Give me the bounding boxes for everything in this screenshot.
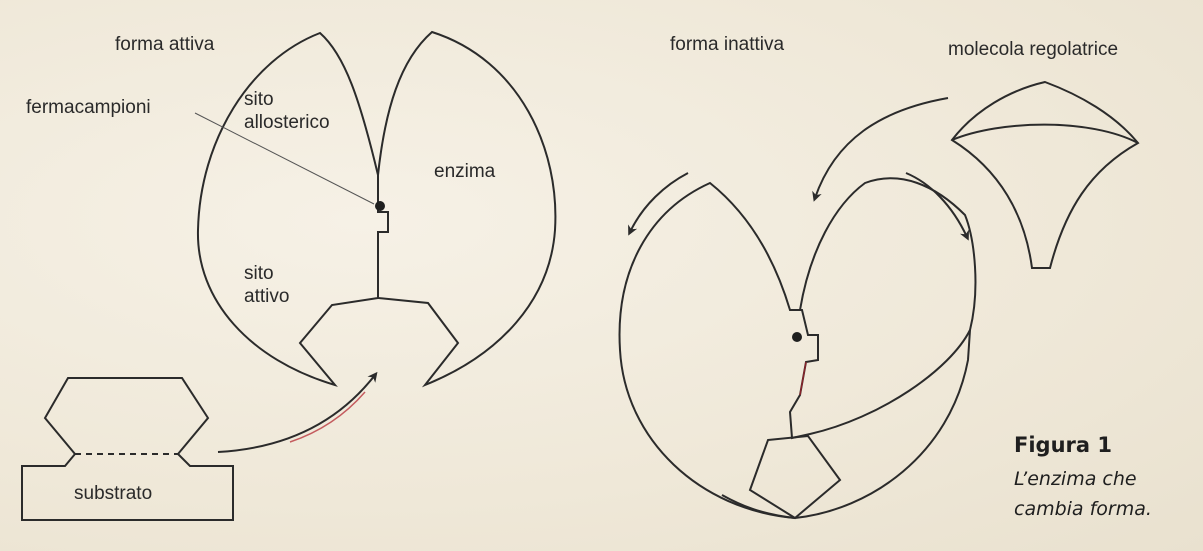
active-enzyme-right-lobe [378,32,555,385]
figure-caption-line1: L’enzima che [1014,464,1137,494]
label-regulatory-molecule: molecola regolatrice [948,38,1118,61]
inactive-enzyme-outline [620,178,976,518]
label-enzyme: enzima [434,160,495,183]
inactive-enzyme-bottom-arc [795,330,970,518]
active-enzyme-left-lobe [198,33,388,385]
left-opening-arrow [630,173,688,232]
label-paperclip: fermacampioni [26,96,151,119]
regulator-inner-curve [952,125,1138,143]
label-substrate: substrato [74,482,152,505]
inactive-paperclip-dot [792,332,802,342]
label-active-site-line2: attivo [244,285,289,308]
label-active-form: forma attiva [115,33,214,56]
inactive-enzyme [620,178,976,518]
active-paperclip-dot [375,201,385,211]
label-active-site-line1: sito [244,262,274,285]
figure-caption-line2: cambia forma. [1014,494,1152,524]
label-inactive-form: forma inattiva [670,33,784,56]
regulator-cone [952,82,1138,268]
regulator-binding-arrow [815,98,948,198]
inactive-enzyme-left-arc [722,495,795,518]
regulatory-molecule [952,82,1138,268]
label-allosteric-site-line1: sito [244,88,274,111]
label-allosteric-site-line2: allosterico [244,111,330,134]
substrate-upper-block [45,378,208,454]
trapped-substrate-pentagon [750,436,840,518]
figure-title: Figura 1 [1014,433,1112,457]
